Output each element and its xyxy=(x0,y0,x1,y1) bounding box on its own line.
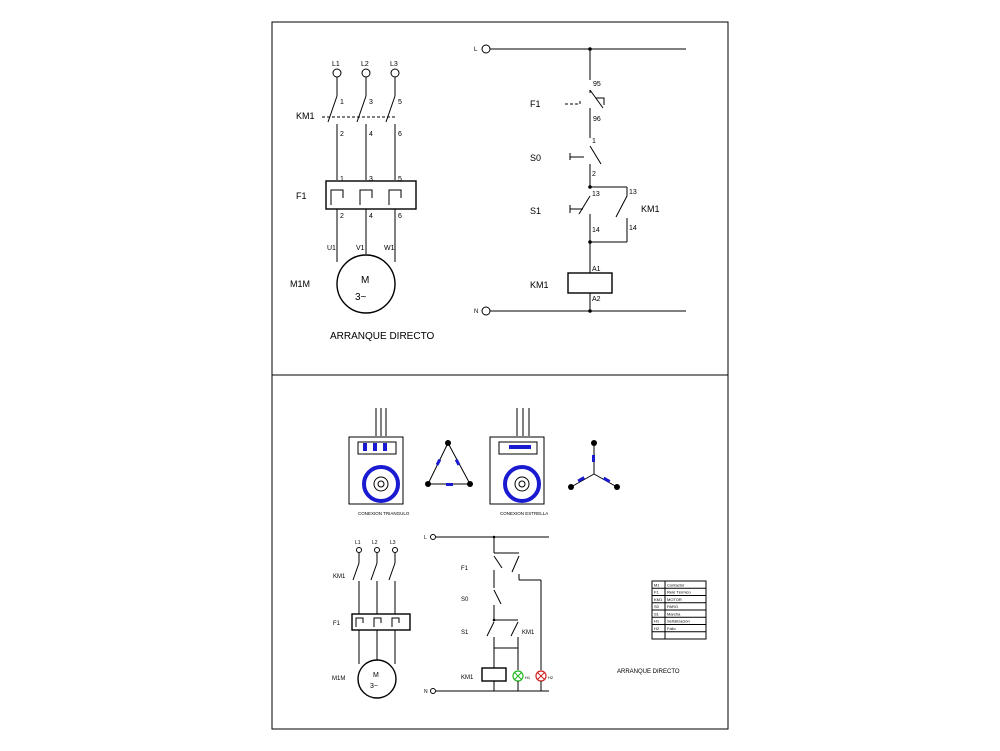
terminal-5: 5 xyxy=(398,99,402,106)
coil-terminal-a1: A1 xyxy=(592,266,601,273)
terminal-3: 3 xyxy=(369,99,373,106)
legend-code: S1 xyxy=(654,611,660,616)
phase-terminal-l1 xyxy=(332,68,342,78)
top-caption: ARRANQUE DIRECTO xyxy=(330,331,434,342)
relay-terminal-5: 5 xyxy=(398,176,402,183)
h2-lamp-label: H2 xyxy=(548,675,554,680)
small-power-circuit: L1 L2 L3 KM1 F1 M 3~ M1M xyxy=(332,540,411,699)
small-control-circuit: L F1 S0 S1 KM1 KM1 H1 H2 xyxy=(424,534,554,695)
coil-terminal-a2: A2 xyxy=(592,296,601,303)
control-f1-label: F1 xyxy=(530,99,541,109)
small-motor-letter: M xyxy=(373,672,379,679)
motor-delta-connection: CONEXION TRIANGULO xyxy=(348,408,410,516)
small-phase-l3: L3 xyxy=(390,540,396,546)
small-s1-label: S1 xyxy=(461,630,469,636)
relay-terminal-6: 6 xyxy=(398,213,402,220)
phase-label-l2: L2 xyxy=(361,61,369,68)
contactor-blade xyxy=(385,95,396,123)
km1-coil xyxy=(567,272,613,294)
legend-description: Relé Térmico xyxy=(667,590,691,595)
motor-terminal-w1: W1 xyxy=(384,245,395,252)
control-km1-contact-label: KM1 xyxy=(641,204,660,214)
terminal-14-km1: 14 xyxy=(629,225,637,232)
terminal-2: 2 xyxy=(340,131,344,138)
line-label: L xyxy=(474,47,478,53)
relay-terminal-2: 2 xyxy=(340,213,344,220)
small-coil xyxy=(481,667,507,682)
legend-description: Señalización xyxy=(667,619,690,624)
legend-code: F1 xyxy=(654,590,659,595)
neutral-label: N xyxy=(474,309,478,315)
phase-label-l1: L1 xyxy=(332,61,340,68)
motor-symbol xyxy=(336,254,396,314)
legend-description: MOTOR xyxy=(667,597,682,602)
terminal-14-s1: 14 xyxy=(592,227,600,234)
delta-triangle-symbol xyxy=(425,440,473,487)
contactor-label: KM1 xyxy=(296,111,315,121)
legend-description: Contactor xyxy=(667,582,685,587)
control-coil-label: KM1 xyxy=(530,280,549,290)
control-s1-label: S1 xyxy=(530,206,541,216)
small-motor-subscript: 3~ xyxy=(370,683,378,690)
small-relay-label: F1 xyxy=(333,621,341,627)
delta-caption: CONEXION TRIANGULO xyxy=(358,511,410,516)
control-s0-label: S0 xyxy=(530,153,541,163)
small-coil-label: KM1 xyxy=(461,675,474,681)
small-neutral-label: N xyxy=(424,689,428,695)
terminal-95: 95 xyxy=(593,81,601,88)
legend-description: Marcha xyxy=(667,611,681,616)
legend-code: S0 xyxy=(654,604,660,609)
legend-description: PARO xyxy=(667,604,678,609)
star-symbol xyxy=(568,440,620,490)
motor-terminal-v1: V1 xyxy=(356,245,365,252)
thermal-relay-box xyxy=(325,180,417,210)
phase-terminal-l3 xyxy=(390,68,400,78)
motor-star-connection: CONEXION ESTRELLA xyxy=(489,408,548,516)
legend-code: H1 xyxy=(654,619,660,624)
terminal-13-s1: 13 xyxy=(592,191,600,198)
small-phase-l1: L1 xyxy=(355,540,361,546)
phase-label-l3: L3 xyxy=(390,61,398,68)
contactor-blade xyxy=(327,95,338,123)
motor-subscript: 3~ xyxy=(355,292,367,303)
star-caption: CONEXION ESTRELLA xyxy=(500,511,548,516)
small-motor-label: M1M xyxy=(332,676,345,682)
relay-terminal-4: 4 xyxy=(369,213,373,220)
top-power-circuit: L1 L2 L3 1 3 5 KM1 2 4 6 1 3 5 2 4 xyxy=(290,61,434,342)
phase-terminal-l2 xyxy=(361,68,371,78)
terminal-4: 4 xyxy=(369,131,373,138)
terminal-13-km1: 13 xyxy=(629,189,637,196)
terminal-6: 6 xyxy=(398,131,402,138)
terminal-96: 96 xyxy=(593,116,601,123)
small-contactor-label: KM1 xyxy=(333,574,346,580)
top-control-circuit: L 95 96 F1 1 2 S0 13 13 14 S1 14 xyxy=(474,44,686,316)
bottom-caption: ARRANQUE DIRECTO xyxy=(617,669,680,675)
legend-code: KM1 xyxy=(654,597,663,602)
relay-label: F1 xyxy=(296,191,307,201)
small-line-label: L xyxy=(424,535,427,541)
small-s0-label: S0 xyxy=(461,597,469,603)
legend-description: Fallo xyxy=(667,626,676,631)
h1-lamp-label: H1 xyxy=(525,675,531,680)
relay-terminal-1: 1 xyxy=(340,176,344,183)
contactor-blade xyxy=(356,95,367,123)
small-phase-l2: L2 xyxy=(372,540,378,546)
motor-terminal-u1: U1 xyxy=(327,245,336,252)
legend-code: H2 xyxy=(654,626,660,631)
terminal-1-s0: 1 xyxy=(592,138,596,145)
terminal-2-s0: 2 xyxy=(592,171,596,178)
legend-code: M1 xyxy=(654,582,660,587)
small-f1-label: F1 xyxy=(461,566,469,572)
small-km1-label: KM1 xyxy=(522,630,535,636)
terminal-1: 1 xyxy=(340,99,344,106)
relay-terminal-3: 3 xyxy=(369,176,373,183)
motor-letter: M xyxy=(361,275,369,286)
motor-label: M1M xyxy=(290,279,310,289)
